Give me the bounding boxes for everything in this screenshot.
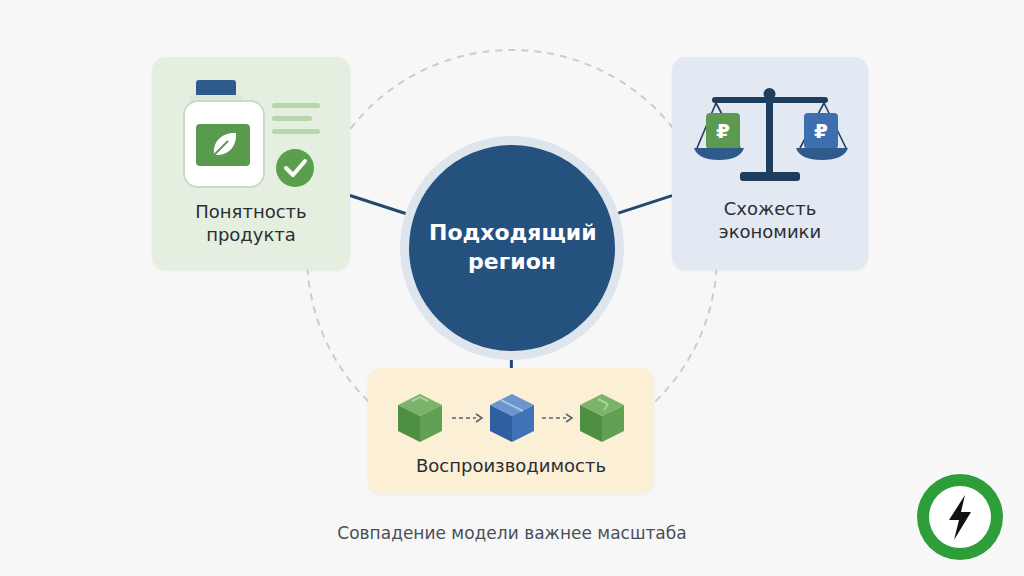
box-title: Понятность продукта <box>162 200 340 247</box>
connector-line <box>610 196 672 216</box>
feature-box: Воспроизводимость <box>368 368 654 494</box>
box-title: Воспроизводимость <box>378 454 644 477</box>
connector-line <box>350 196 414 217</box>
currency-sign: ₽ <box>804 118 838 144</box>
hub-title: Подходящий регион <box>429 219 595 276</box>
feature-box: Понятность продукта <box>152 57 350 270</box>
currency-sign: ₽ <box>706 118 740 144</box>
scale-icon <box>694 88 848 181</box>
feature-box: Схожесть экономики <box>672 57 868 270</box>
logo-mark <box>917 474 1003 560</box>
box-title: Схожесть экономики <box>682 197 858 244</box>
caption: Совпадение модели важнее масштаба <box>0 523 1024 543</box>
hub-circle: Подходящий регион <box>409 145 615 351</box>
cube-flow-icon <box>398 394 624 442</box>
bottle-icon <box>184 80 320 187</box>
connector-line <box>510 351 513 368</box>
